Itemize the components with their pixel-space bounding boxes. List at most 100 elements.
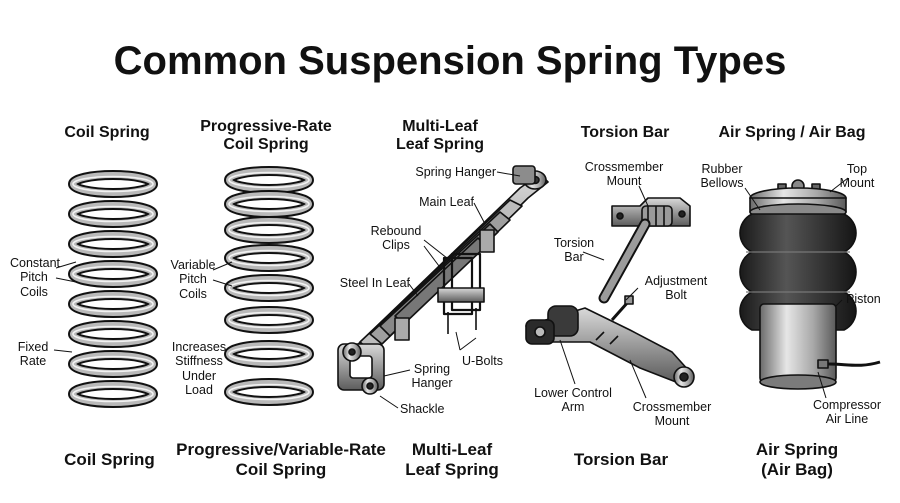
callout-line: U-Bolts [462, 354, 503, 368]
coil-turn [226, 246, 312, 270]
column-title-line: Coil Spring [64, 124, 150, 141]
coil-turn [70, 202, 156, 226]
coil-turn [70, 322, 156, 346]
column-title-air-spring: Air Spring / Air Bag [712, 124, 872, 142]
callout-spring-hanger-bottom: Spring Hanger [408, 362, 456, 391]
callout-torsion-bar: Torsion Bar [550, 236, 598, 265]
coil-turn [228, 383, 310, 401]
coil-spring-illustration [68, 170, 158, 408]
callout-line: Increases [171, 340, 227, 354]
callout-line: Adjustment [644, 274, 708, 288]
column-title-line: Multi-Leaf [402, 118, 478, 135]
callout-line: Crossmember [632, 400, 712, 414]
callout-line: Torsion [553, 236, 595, 250]
coil-turn [228, 171, 310, 189]
callout-line: Pitch [20, 270, 48, 285]
callout-line: Shackle [400, 402, 445, 416]
caption-line: Multi-Leaf [411, 440, 493, 459]
callout-line: Top [846, 162, 868, 176]
coil-turn [228, 249, 310, 267]
callout-shackle: Shackle [400, 402, 460, 416]
column-title-torsion-bar: Torsion Bar [570, 124, 680, 142]
column-title-line: Progressive-Rate [200, 118, 332, 135]
callout-steel-in-leaf: Steel In Leaf [320, 276, 410, 290]
callout-lower-control-arm: Lower Control Arm [530, 386, 616, 415]
coil-turn [228, 195, 310, 213]
caption-coil-spring: Coil Spring [52, 450, 167, 470]
caption-line: Coil Spring [64, 450, 155, 469]
callout-line: Under [181, 368, 217, 383]
callout-line: Variable [170, 258, 216, 272]
callout-line: Air Line [825, 412, 869, 427]
callout-line: Mount [839, 176, 875, 191]
coil-turn [226, 218, 312, 242]
callout-crossmember-mount-top: Crossmember Mount [576, 160, 672, 189]
callout-line: Fixed [17, 340, 49, 354]
coil-turn [70, 172, 156, 196]
coil-turn [72, 385, 154, 403]
callout-increases-stiffness: Increases Stiffness Under Load [168, 340, 230, 398]
callout-line: Coils [20, 284, 48, 299]
callout-constant-pitch: Constant Pitch Coils [10, 256, 61, 299]
caption-leaf-spring: Multi-Leaf Leaf Spring [392, 440, 512, 479]
coil-turn [228, 345, 310, 363]
coil-turn [72, 355, 154, 373]
callout-top-mount: Top Mount [834, 162, 880, 191]
progressive-coil-spring-illustration [224, 166, 314, 406]
page-title: Common Suspension Spring Types [113, 39, 787, 83]
caption-line: Air Spring [755, 440, 839, 459]
coil-turn [70, 262, 156, 286]
coil-turn [226, 168, 312, 192]
callout-line: Lower Control [534, 386, 612, 400]
coil-turn [72, 325, 154, 343]
coil-turn [226, 192, 312, 216]
callout-leaders [53, 171, 849, 409]
caption-line: (Air Bag) [761, 459, 833, 479]
callout-line: Pitch [179, 272, 207, 287]
coil-turn [226, 308, 312, 332]
coil-turn [70, 352, 156, 376]
coil-turn [226, 276, 312, 300]
callout-line: Constant [10, 256, 61, 270]
callout-line: Crossmember [584, 160, 664, 174]
callout-line: Rate [19, 354, 47, 369]
column-title-line: Coil Spring [223, 136, 309, 154]
air-spring-illustration [739, 179, 881, 390]
leaf-spring-illustration [337, 165, 549, 395]
column-title-progressive-coil: Progressive-Rate Coil Spring [186, 118, 346, 155]
caption-progressive-coil: Progressive/Variable-Rate Coil Spring [168, 440, 394, 479]
caption-line: Torsion Bar [573, 450, 669, 469]
coil-turn [226, 380, 312, 404]
callout-main-leaf: Main Leaf [404, 195, 474, 209]
coil-turn [70, 292, 156, 316]
callout-line: Stiffness [175, 354, 223, 369]
callout-line: Spring [413, 362, 451, 376]
callout-line: Bar [564, 250, 584, 265]
caption-line: Progressive/Variable-Rate [176, 440, 386, 459]
coil-turn [228, 311, 310, 329]
column-title-coil-spring: Coil Spring [52, 124, 162, 142]
callout-line: Steel In Leaf [339, 276, 410, 290]
coil-turn [228, 279, 310, 297]
callout-piston: Piston [846, 292, 896, 306]
coil-turn [70, 382, 156, 406]
callout-compressor-air-line: Compressor Air Line [804, 398, 890, 427]
column-title-line: Torsion Bar [580, 124, 670, 141]
column-title-line: Leaf Spring [395, 136, 484, 154]
coil-turn [72, 295, 154, 313]
callout-line: Compressor [812, 398, 882, 412]
callout-line: Rubber [701, 162, 743, 176]
callout-line: Spring Hanger [415, 165, 496, 179]
callout-line: Mount [654, 414, 690, 429]
coil-turn [72, 175, 154, 193]
callout-crossmember-mount-bottom: Crossmember Mount [626, 400, 718, 429]
caption-torsion-bar: Torsion Bar [566, 450, 676, 470]
coil-turn [226, 342, 312, 366]
coil-turn [72, 265, 154, 283]
coil-turn [228, 221, 310, 239]
callout-rubber-bellows: Rubber Bellows [694, 162, 750, 191]
caption-line: Leaf Spring [405, 459, 499, 479]
callout-line: Mount [606, 174, 642, 189]
caption-line: Coil Spring [235, 459, 327, 479]
